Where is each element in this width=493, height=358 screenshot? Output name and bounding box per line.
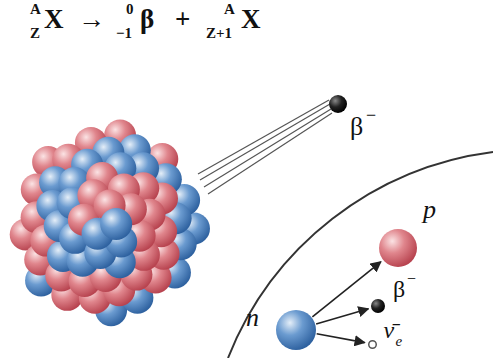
decay-arrow xyxy=(316,309,368,324)
particle-label: − xyxy=(366,106,376,124)
particle-ball xyxy=(371,299,385,313)
particle-shape xyxy=(379,229,417,267)
decay-arrow xyxy=(312,262,380,317)
nucleus xyxy=(10,119,210,326)
equation-symbol: −1 xyxy=(116,26,132,41)
motion-lines xyxy=(198,100,332,194)
proton-node: p xyxy=(379,229,417,267)
particle-label: β xyxy=(393,277,405,301)
equation-symbol: Z xyxy=(30,26,40,41)
equation-symbol: A xyxy=(30,2,41,17)
particle-shape xyxy=(371,299,385,313)
particle-ball xyxy=(368,340,376,348)
decay-arrow xyxy=(317,334,365,343)
equation-symbol: + xyxy=(175,6,190,33)
particle-shape xyxy=(276,310,316,350)
electron-node: β− xyxy=(371,299,385,313)
particle-ball xyxy=(379,229,417,267)
equation-symbol: Z+1 xyxy=(206,26,232,41)
particle-shape xyxy=(368,340,377,349)
particle-label: n xyxy=(246,305,259,331)
particle-label: ν̄ xyxy=(384,318,395,342)
particle-label: p xyxy=(423,197,436,223)
antineutrino-node: ν̄e xyxy=(368,340,377,349)
electron-dot xyxy=(329,95,347,113)
equation-symbol: A xyxy=(224,2,235,17)
neutron-ball xyxy=(100,208,132,240)
boundary-arc xyxy=(228,152,493,358)
equation-symbol: β xyxy=(140,6,154,33)
neutron-node: n xyxy=(276,310,316,350)
equation-symbol: → xyxy=(78,6,105,33)
particle-label: e xyxy=(396,334,403,349)
equation-symbol: 0 xyxy=(126,2,134,17)
particle-label: β xyxy=(350,114,363,140)
particle-ball xyxy=(276,310,316,350)
equation-symbol: X xyxy=(44,6,64,33)
particle-label: − xyxy=(407,271,416,287)
equation-symbol: X xyxy=(241,6,261,33)
